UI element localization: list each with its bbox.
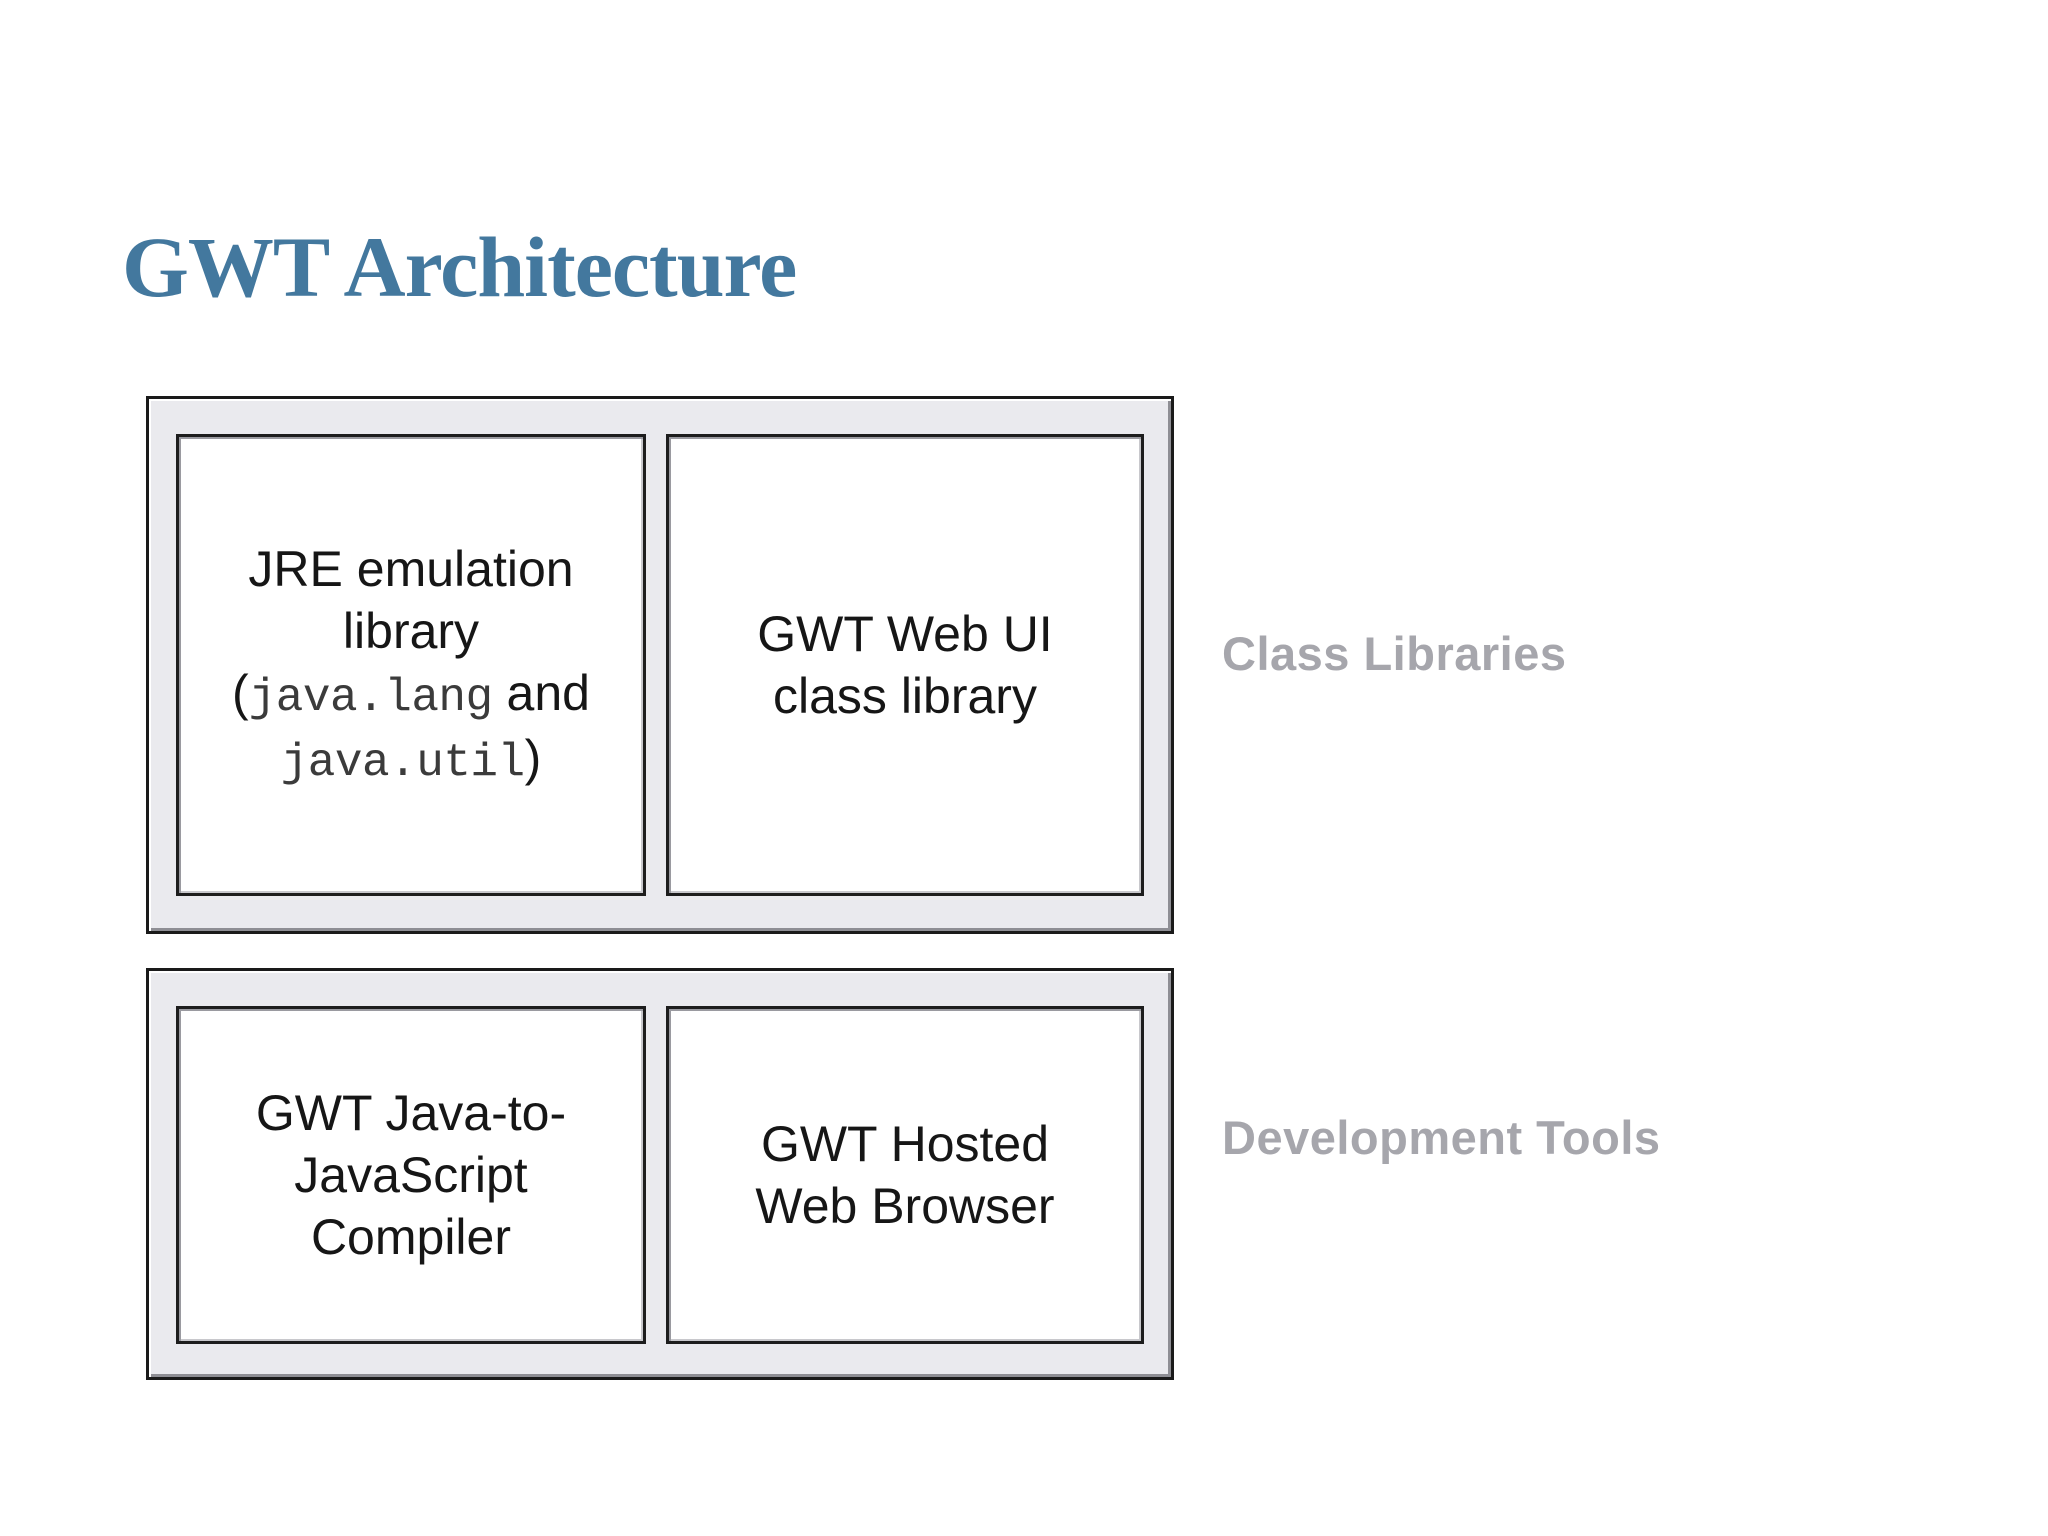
jre-line-2: library: [342, 602, 480, 659]
webui-line-1: GWT Web UI: [757, 606, 1053, 662]
group-label-development-tools: Development Tools: [1222, 1111, 1661, 1164]
hosted-line-2: Web Browser: [755, 1178, 1055, 1234]
card-gwt-hosted-web-browser: GWT Hosted Web Browser: [666, 1006, 1144, 1344]
card-gwt-java-to-javascript-compiler: GWT Java-to- JavaScript Compiler: [176, 1006, 646, 1344]
jre-open-paren: (: [232, 664, 249, 721]
hosted-line-1: GWT Hosted: [760, 1116, 1050, 1172]
jre-and: and: [492, 664, 590, 721]
card-gwt-hosted-web-browser-text: GWT Hosted Web Browser: [741, 1113, 1068, 1237]
card-jre-emulation-library-text: JRE emulation library (java.lang and jav…: [218, 538, 604, 792]
card-gwt-web-ui-class-library-text: GWT Web UI class library: [743, 603, 1066, 727]
jre-line-1: JRE emulation: [248, 540, 574, 597]
page-title: GWT Architecture: [122, 219, 797, 315]
compiler-line-1: GWT Java-to-: [255, 1085, 567, 1141]
compiler-line-3: Compiler: [310, 1209, 512, 1265]
card-gwt-web-ui-class-library: GWT Web UI class library: [666, 434, 1144, 896]
webui-line-2: class library: [773, 668, 1037, 724]
jre-package-java-util: java.util: [280, 737, 525, 789]
jre-close-paren: ): [524, 730, 542, 786]
compiler-line-2: JavaScript: [294, 1147, 528, 1203]
card-gwt-java-to-javascript-compiler-text: GWT Java-to- JavaScript Compiler: [242, 1082, 580, 1268]
group-label-class-libraries: Class Libraries: [1222, 627, 1567, 680]
card-jre-emulation-library: JRE emulation library (java.lang and jav…: [176, 434, 646, 896]
jre-package-java-lang: java.lang: [248, 671, 493, 724]
